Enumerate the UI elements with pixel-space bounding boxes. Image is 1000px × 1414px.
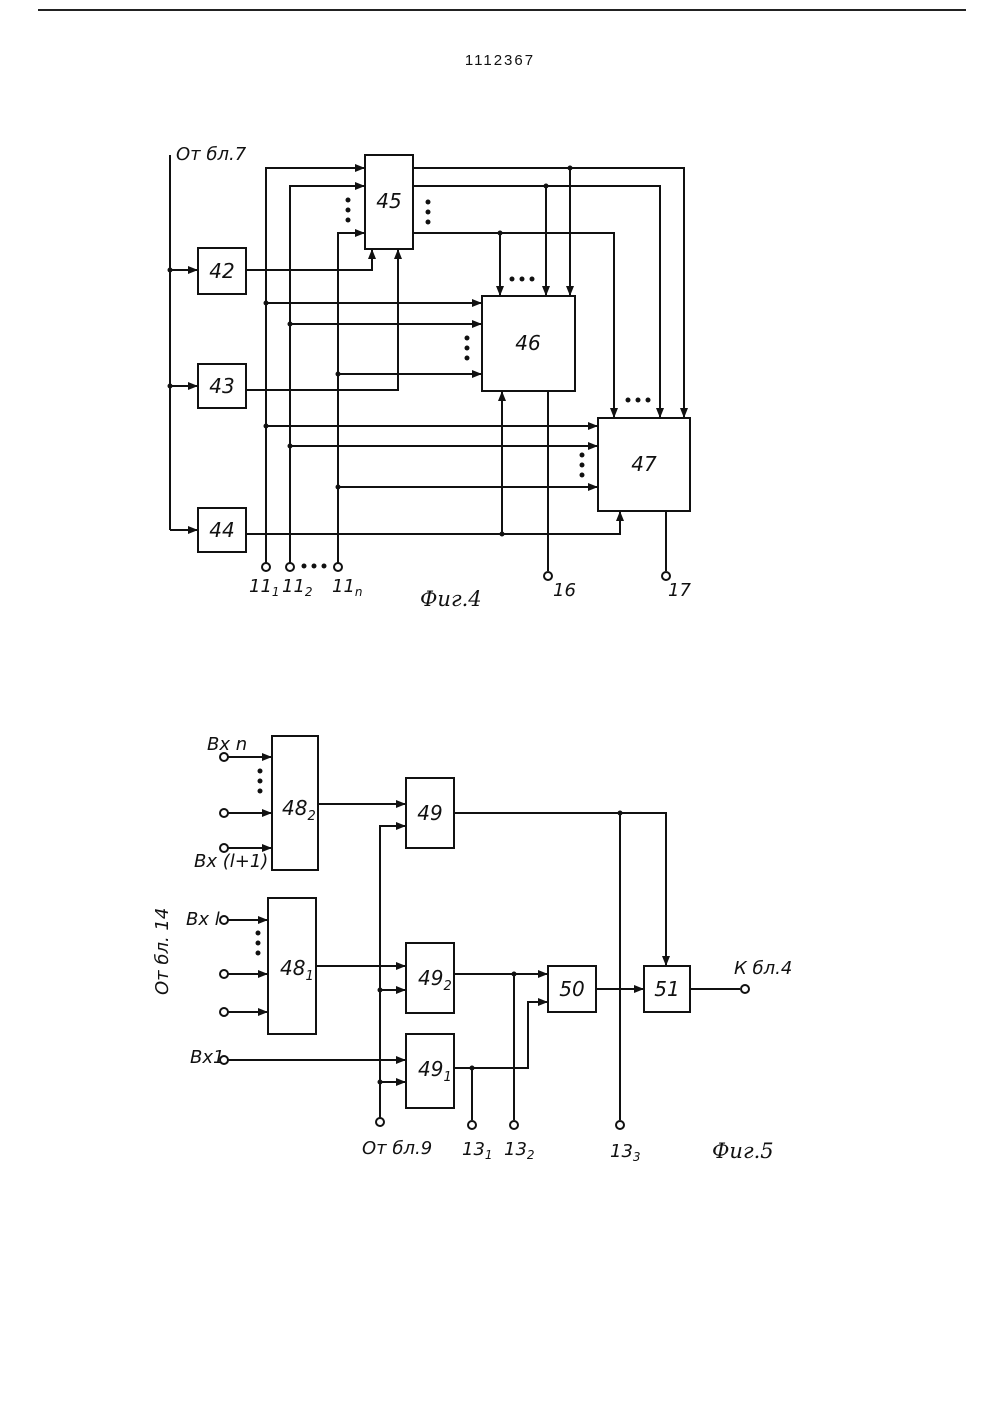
fig5-block-50-label: 50	[559, 977, 584, 1001]
fig5-caption: Фиг.5	[712, 1139, 774, 1163]
figure-4: От бл.7 42 43 44 45 46 47	[168, 144, 692, 611]
fig5-to-block-4: К бл.4	[734, 958, 792, 979]
fig5-from-block-9: От бл.9	[362, 1138, 432, 1159]
fig4-block-47-label: 47	[631, 452, 657, 476]
fig5-input-vx-1: Вх1	[190, 1047, 224, 1068]
fig5-output-13-1: 131	[462, 1139, 493, 1162]
fig4-caption: Фиг.4	[420, 587, 482, 611]
fig4-output-17: 17	[668, 580, 691, 601]
fig4-output-16: 16	[553, 580, 576, 601]
fig5-block-49-label: 49	[417, 801, 442, 825]
fig5-side-label: От бл. 14	[152, 908, 173, 995]
figure-5: От бл. 14 Вх n Вх (l+1) Вх l Вх1 482 481	[152, 734, 792, 1164]
fig4-block-43-label: 43	[209, 374, 234, 398]
fig4-input-11-n: 11n	[332, 576, 363, 599]
fig4-block-44-label: 44	[209, 518, 234, 542]
fig5-input-vx-l1: Вх (l+1)	[194, 851, 268, 872]
fig4-block-45-label: 45	[376, 189, 401, 213]
fig4-source-label: От бл.7	[176, 144, 247, 165]
fig4-block-46-label: 46	[515, 331, 540, 355]
fig4-input-11-1: 111	[249, 576, 280, 599]
fig4-block-42-label: 42	[209, 259, 234, 283]
fig5-output-13-2: 132	[504, 1139, 535, 1162]
fig5-input-vx-n: Вх n	[207, 734, 247, 755]
fig5-block-51-label: 51	[654, 977, 679, 1001]
fig5-input-vx-l: Вх l	[186, 909, 220, 930]
fig4-input-11-2: 112	[282, 576, 313, 599]
fig5-output-13-3: 133	[610, 1141, 641, 1164]
